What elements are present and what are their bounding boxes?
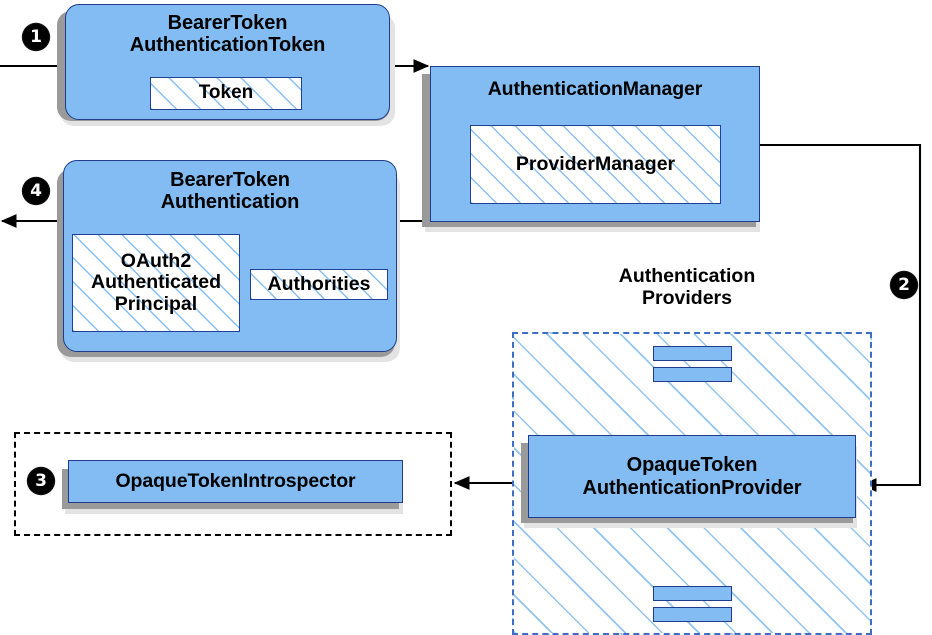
oauth2-authenticated-principal-box[interactable]: OAuth2 Authenticated Principal <box>72 234 240 332</box>
bearer-token-authentication-token-title: BearerToken AuthenticationToken <box>129 12 326 57</box>
connector-manager-to-provider <box>760 143 922 492</box>
step-marker-4: 4 <box>23 178 49 204</box>
step-marker-1: 1 <box>23 24 49 50</box>
provider-stack-bar-bottom-1 <box>653 586 732 601</box>
authentication-manager-title: AuthenticationManager <box>487 78 703 100</box>
step-marker-2: 2 <box>891 272 917 298</box>
introspector-group <box>14 432 452 536</box>
opaque-token-introspector-node[interactable]: OpaqueTokenIntrospector <box>68 460 403 503</box>
provider-stack-bar-top-1 <box>653 346 732 361</box>
step-marker-3: 3 <box>28 468 54 494</box>
opaque-token-introspector-title: OpaqueTokenIntrospector <box>115 469 356 492</box>
token-inner-box[interactable]: Token <box>150 77 302 110</box>
token-inner-label: Token <box>198 82 254 104</box>
bearer-token-authentication-title: BearerToken Authentication <box>160 169 300 214</box>
authentication-providers-caption: Authentication Providers <box>618 265 756 309</box>
opaque-token-authentication-provider-title: OpaqueToken AuthenticationProvider <box>582 454 802 499</box>
authorities-label: Authorities <box>267 272 371 295</box>
provider-manager-inner-box[interactable]: ProviderManager <box>470 125 721 204</box>
provider-stack-bar-top-2 <box>653 367 732 382</box>
provider-manager-inner-label: ProviderManager <box>515 152 676 175</box>
opaque-token-authentication-provider-node[interactable]: OpaqueToken AuthenticationProvider <box>528 435 856 518</box>
authorities-box[interactable]: Authorities <box>250 269 388 300</box>
provider-stack-bar-bottom-2 <box>653 607 732 622</box>
oauth2-authenticated-principal-label: OAuth2 Authenticated Principal <box>90 249 221 315</box>
